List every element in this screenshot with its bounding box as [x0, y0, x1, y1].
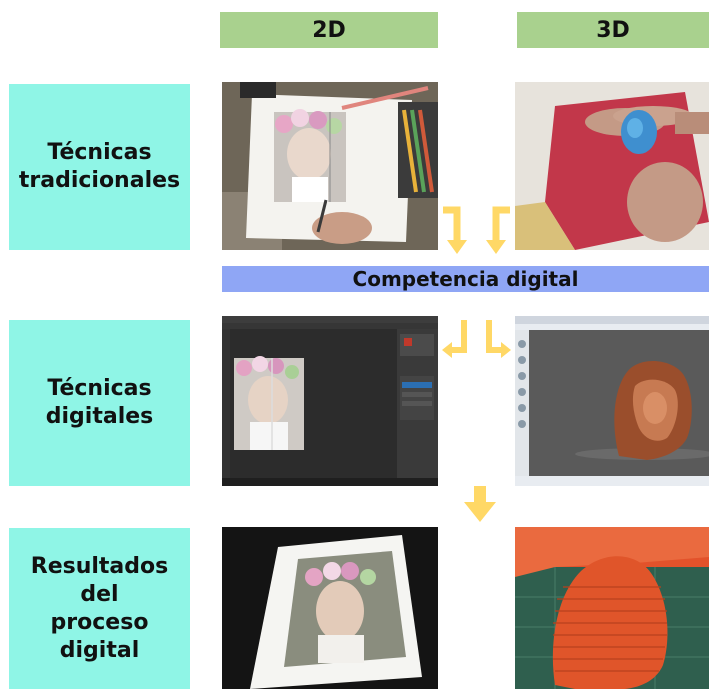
clay-sculpting-photo	[515, 82, 709, 250]
arrow-down-icon	[464, 486, 496, 522]
digital-competence-label: Competencia digital	[352, 267, 579, 291]
3d-modeling-software-screenshot	[515, 316, 709, 486]
row-label-traditional: Técnicas tradicionales	[9, 84, 190, 250]
column-header-2d-label: 2D	[312, 17, 346, 43]
photo-editing-software-screenshot	[222, 316, 438, 486]
row-label-digital: Técnicas digitales	[9, 320, 190, 486]
arrow-down-left-icon	[441, 206, 473, 256]
arrow-down-right-icon	[480, 206, 512, 256]
column-header-3d-label: 3D	[596, 17, 630, 43]
arrow-turn-right-icon	[485, 318, 511, 358]
row-label-digital-text: Técnicas digitales	[45, 376, 154, 429]
row-label-results: Resultados del proceso digital	[9, 528, 190, 689]
row-label-traditional-text: Técnicas tradicionales	[18, 140, 181, 193]
column-header-2d: 2D	[220, 12, 438, 48]
digital-competence-bar: Competencia digital	[222, 266, 709, 292]
arrow-turn-left-icon	[442, 318, 468, 358]
pencil-drawing-photo	[222, 82, 438, 250]
3d-printed-head-photo	[515, 527, 709, 689]
row-label-results-text: Resultados del proceso digital	[30, 553, 169, 663]
printed-portrait-photo	[222, 527, 438, 689]
column-header-3d: 3D	[517, 12, 709, 48]
